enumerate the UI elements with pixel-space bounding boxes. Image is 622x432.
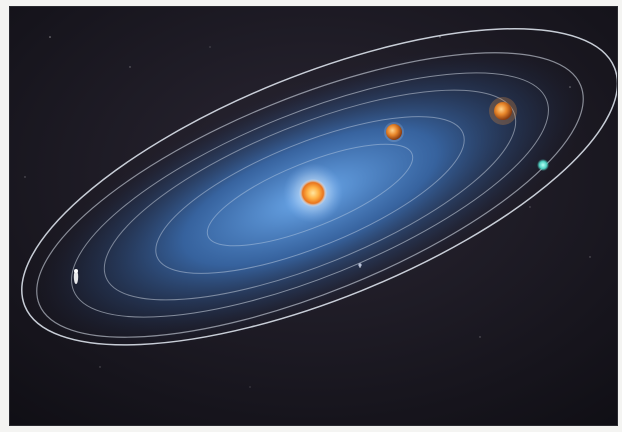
star-field bbox=[24, 36, 591, 388]
solar-system-photo bbox=[9, 6, 618, 426]
sun bbox=[299, 179, 327, 207]
planet-orange-2 bbox=[494, 102, 512, 120]
solar-system-scene bbox=[10, 7, 617, 425]
small-planet bbox=[358, 263, 362, 267]
comet-white bbox=[73, 269, 79, 284]
orbit-lines bbox=[21, 28, 617, 346]
planet-orange-1 bbox=[386, 124, 402, 140]
planet-teal bbox=[537, 159, 549, 171]
